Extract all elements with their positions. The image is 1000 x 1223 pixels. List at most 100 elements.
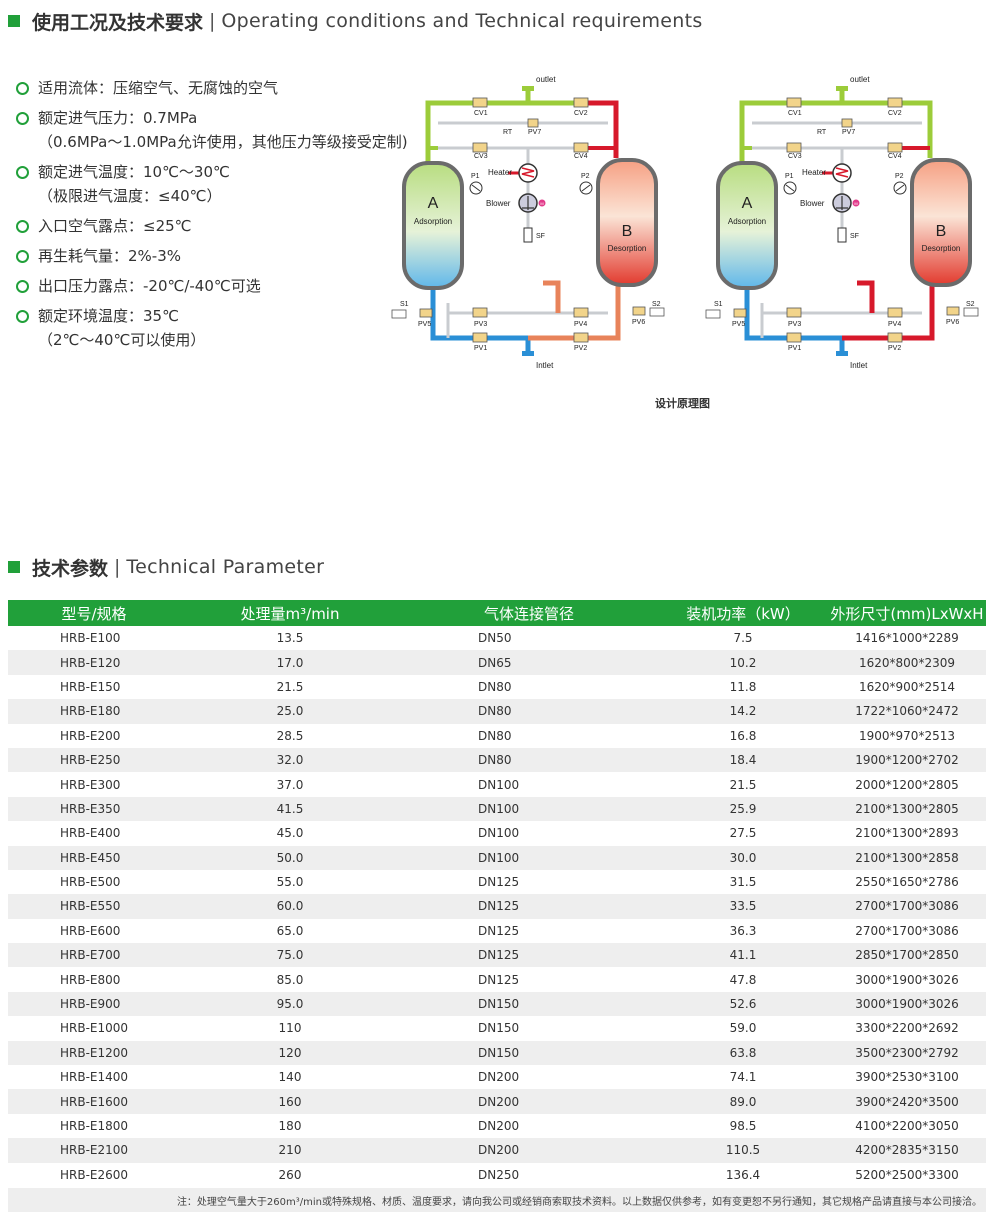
cell-model: HRB-E180 bbox=[8, 699, 180, 724]
cell-pipe-diameter: DN50 bbox=[478, 631, 512, 646]
cell-pipe-diameter: DN125 bbox=[400, 943, 658, 968]
header-capacity: 处理量m³/min bbox=[180, 600, 400, 626]
cell-capacity: 65.0 bbox=[276, 923, 304, 938]
flow-diagram-svg: A Adsorption B Desorption Heater M Blowe… bbox=[705, 75, 979, 370]
cell-pipe-diameter: DN200 bbox=[478, 1119, 520, 1133]
cell-pipe-diameter: DN150 bbox=[400, 991, 658, 1017]
cell-pipe-diameter: DN125 bbox=[478, 875, 520, 890]
svg-text:PV3: PV3 bbox=[474, 321, 487, 328]
cell-power: 11.8 bbox=[729, 679, 757, 694]
cell-power: 33.5 bbox=[658, 894, 828, 919]
cell-power: 63.8 bbox=[658, 1040, 828, 1066]
svg-text:PV4: PV4 bbox=[574, 321, 587, 328]
cell-power: 59.0 bbox=[729, 1021, 757, 1036]
cell-pipe-diameter: DN125 bbox=[400, 894, 658, 919]
svg-text:CV1: CV1 bbox=[788, 110, 802, 117]
cell-dimensions: 3500*2300*2792 bbox=[828, 1040, 986, 1066]
cell-dimensions: 2000*1200*2805 bbox=[855, 777, 959, 792]
svg-text:P2: P2 bbox=[895, 173, 904, 180]
svg-text:SF: SF bbox=[850, 233, 859, 240]
cell-power: 16.8 bbox=[729, 728, 757, 743]
header-power: 装机功率（kW） bbox=[658, 600, 828, 626]
svg-text:Blower: Blower bbox=[800, 199, 825, 208]
cell-capacity: 75.0 bbox=[180, 943, 400, 968]
cell-capacity: 45.0 bbox=[276, 826, 304, 841]
section-marker-icon bbox=[8, 561, 20, 573]
section-title-separator: | bbox=[209, 10, 216, 32]
cell-power: 52.6 bbox=[658, 991, 828, 1017]
section-title-params: 技术参数 | Technical Parameter bbox=[8, 552, 324, 582]
section-title-separator: | bbox=[114, 556, 121, 578]
table-header-row: 型号/规格 处理量m³/min 气体连接管径 装机功率（kW） 外形尺寸(mm)… bbox=[8, 600, 986, 626]
svg-text:CV2: CV2 bbox=[888, 110, 902, 117]
circle-bullet-icon bbox=[16, 310, 29, 323]
svg-text:PV7: PV7 bbox=[528, 129, 541, 136]
svg-text:PV7: PV7 bbox=[842, 129, 855, 136]
svg-text:CV2: CV2 bbox=[574, 110, 588, 117]
svg-text:Heater: Heater bbox=[488, 168, 512, 177]
cell-model: HRB-E450 bbox=[8, 845, 180, 870]
cell-model: HRB-E600 bbox=[60, 923, 121, 938]
cell-capacity: 41.5 bbox=[180, 796, 400, 822]
condition-item: 出口压力露点：-20℃/-40℃可选 bbox=[16, 274, 408, 298]
svg-text:RT: RT bbox=[817, 129, 827, 136]
cell-power: 74.1 bbox=[729, 1070, 757, 1085]
svg-text:P1: P1 bbox=[785, 173, 794, 180]
conditions-list: 适用流体：压缩空气、无腐蚀的空气额定进气压力：0.7MPa（0.6MPa～1.0… bbox=[16, 76, 408, 358]
condition-line: 入口空气露点：≤25℃ bbox=[38, 217, 192, 235]
cell-model: HRB-E500 bbox=[60, 875, 121, 890]
svg-text:A: A bbox=[742, 195, 753, 212]
cell-power: 25.9 bbox=[658, 796, 828, 822]
cell-model: HRB-E1400 bbox=[60, 1070, 129, 1085]
section-title-en: Technical Parameter bbox=[126, 556, 325, 578]
circle-bullet-icon bbox=[16, 166, 29, 179]
section-title-cn: 使用工况及技术要求 bbox=[32, 11, 204, 34]
cell-dimensions: 3900*2530*3100 bbox=[855, 1070, 959, 1085]
technical-parameter-table: 型号/规格 处理量m³/min 气体连接管径 装机功率（kW） 外形尺寸(mm)… bbox=[8, 600, 986, 1187]
cell-pipe-diameter: DN150 bbox=[478, 1021, 520, 1036]
svg-text:PV5: PV5 bbox=[418, 321, 431, 328]
condition-line: 额定环境温度：35℃ bbox=[38, 307, 179, 325]
svg-text:CV4: CV4 bbox=[574, 153, 588, 160]
cell-capacity: 180 bbox=[278, 1119, 302, 1133]
header-model: 型号/规格 bbox=[8, 600, 180, 626]
cell-capacity: 260 bbox=[278, 1167, 302, 1182]
condition-item: 额定进气温度：10℃～30℃（极限进气温度：≤40℃） bbox=[16, 160, 408, 208]
cell-capacity: 50.0 bbox=[180, 845, 400, 870]
cell-capacity: 160 bbox=[180, 1089, 400, 1114]
svg-text:PV2: PV2 bbox=[574, 345, 587, 352]
cell-power: 18.4 bbox=[658, 747, 828, 773]
cell-model: HRB-E1200 bbox=[8, 1040, 180, 1066]
condition-item: 额定进气压力：0.7MPa（0.6MPa～1.0MPa允许使用，其他压力等级接受… bbox=[16, 106, 408, 154]
cell-power: 110.5 bbox=[658, 1138, 828, 1163]
svg-text:S1: S1 bbox=[400, 301, 409, 308]
svg-text:S2: S2 bbox=[652, 301, 661, 308]
condition-text: 额定进气温度：10℃～30℃（极限进气温度：≤40℃） bbox=[38, 160, 230, 208]
cell-model: HRB-E150 bbox=[60, 679, 121, 694]
cell-capacity: 95.0 bbox=[180, 991, 400, 1017]
cell-model: HRB-E400 bbox=[60, 826, 121, 841]
cell-power: 98.5 bbox=[729, 1119, 757, 1133]
condition-line: 适用流体：压缩空气、无腐蚀的空气 bbox=[38, 79, 279, 97]
svg-text:PV5: PV5 bbox=[732, 321, 745, 328]
cell-capacity: 37.0 bbox=[276, 777, 304, 792]
cell-model: HRB-E250 bbox=[8, 747, 180, 773]
cell-model: HRB-E900 bbox=[8, 991, 180, 1017]
cell-model: HRB-E100 bbox=[60, 631, 121, 646]
cell-power: 7.5 bbox=[733, 631, 753, 646]
cell-model: HRB-E550 bbox=[8, 894, 180, 919]
svg-text:S2: S2 bbox=[966, 301, 975, 308]
condition-line: 再生耗气量：2%-3% bbox=[38, 247, 182, 265]
condition-subline: （极限进气温度：≤40℃） bbox=[38, 187, 222, 205]
section-title-conditions: 使用工况及技术要求 | Operating conditions and Tec… bbox=[8, 6, 703, 36]
